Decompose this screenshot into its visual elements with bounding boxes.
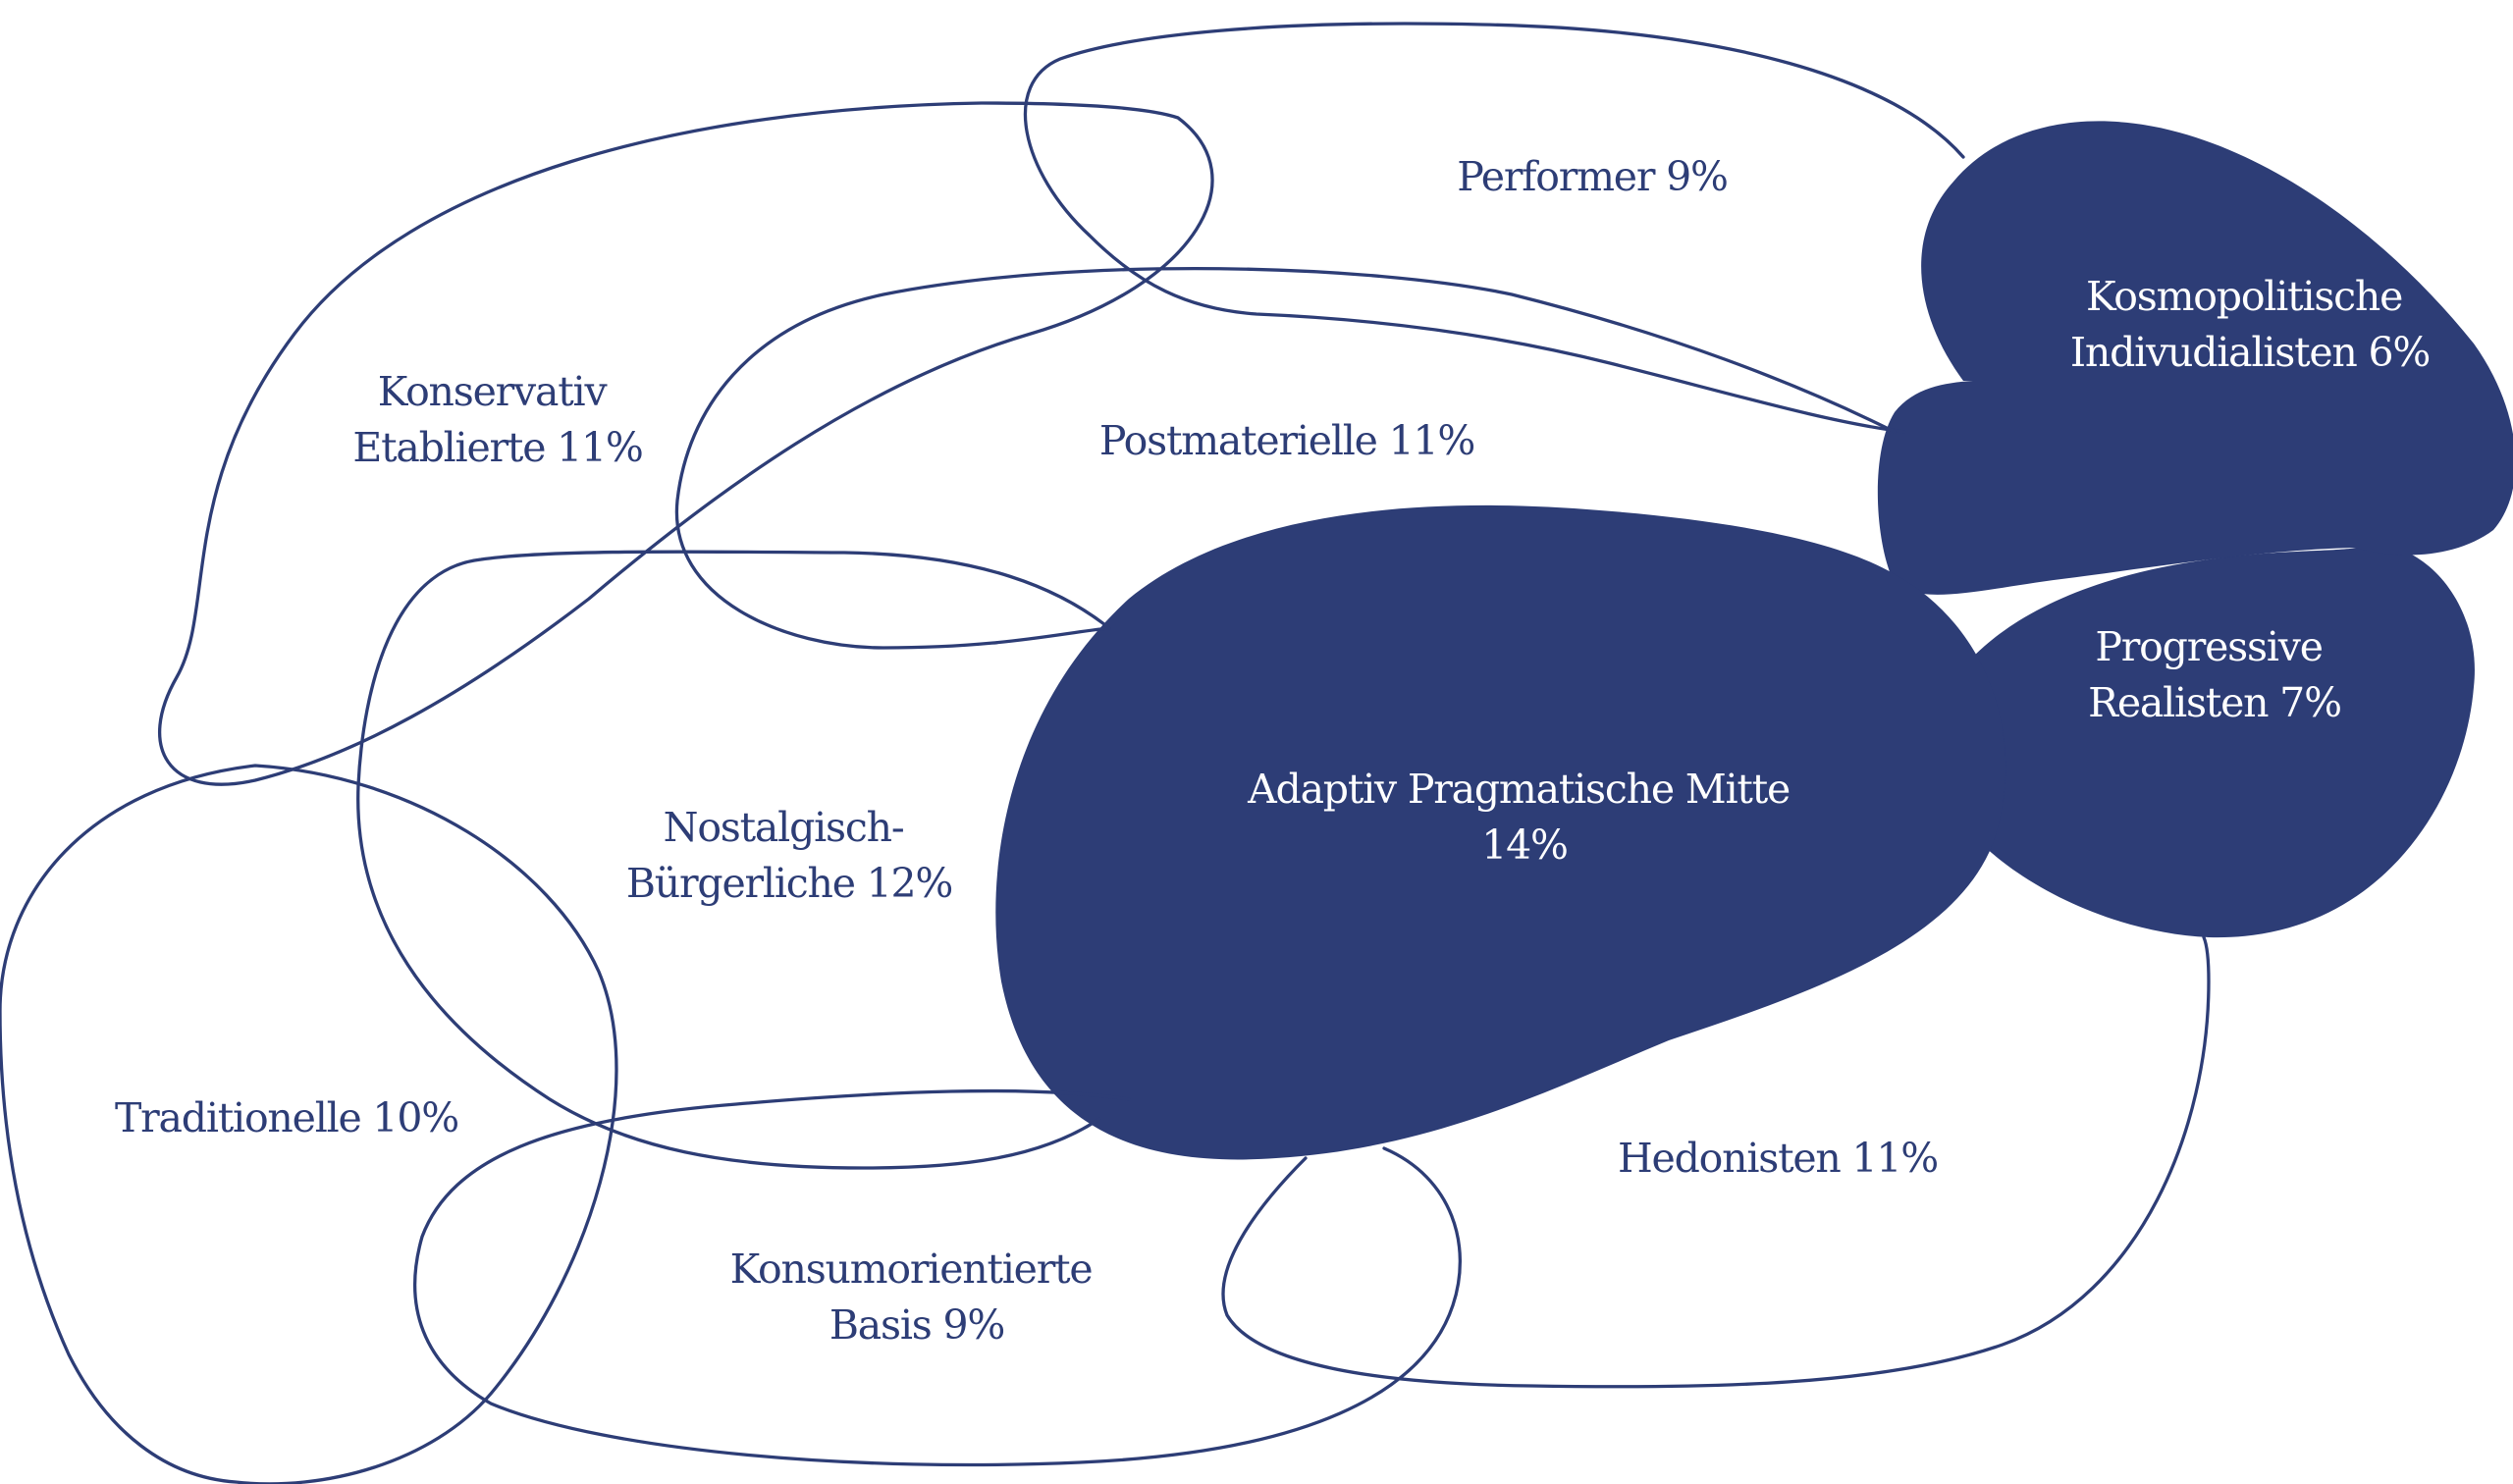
- label-konsumorientierte-basis: Konsumorientierte Basis 9%: [730, 1246, 1104, 1349]
- loop-hedonisten: [1221, 935, 2211, 1389]
- blob-progressive-realisten: [1930, 545, 2475, 938]
- loop-performer: [1024, 22, 1965, 434]
- label-traditionelle: Traditionelle 10%: [115, 1094, 458, 1141]
- loop-konsumorientierte-basis: [413, 1088, 1462, 1467]
- label-performer: Performer 9%: [1457, 153, 1727, 200]
- outline-loops: [0, 22, 2211, 1484]
- label-progressive-realisten: Progressive Realisten 7%: [2088, 623, 2341, 726]
- label-adaptiv-pragmatische-mitte: Adaptiv Pragmatische Mitte 14%: [1247, 766, 1801, 869]
- labels: Performer 9% Konservativ Etablierte 11% …: [115, 153, 1939, 1349]
- label-nostalgisch-buergerliche: Nostalgisch- Bürgerliche 12%: [626, 804, 952, 907]
- label-konservativ-etablierte: Konservativ Etablierte 11%: [352, 368, 642, 471]
- label-postmaterielle: Postmaterielle 11%: [1099, 417, 1474, 464]
- label-hedonisten: Hedonisten 11%: [1618, 1135, 1938, 1182]
- labels-on-navy: Kosmopolitische Indivudialisten 6% Progr…: [1247, 273, 2431, 869]
- blob-kosmopolitische-individualisten: [1877, 121, 2513, 595]
- loop-konservativ-etablierte: [158, 101, 1214, 786]
- blob-adaptiv-pragmatische-mitte: [995, 504, 2006, 1160]
- filled-blobs: [995, 121, 2513, 1160]
- label-kosmopolitische-individualisten: Kosmopolitische Indivudialisten 6%: [2070, 273, 2430, 376]
- loop-postmaterielle: [674, 266, 1897, 650]
